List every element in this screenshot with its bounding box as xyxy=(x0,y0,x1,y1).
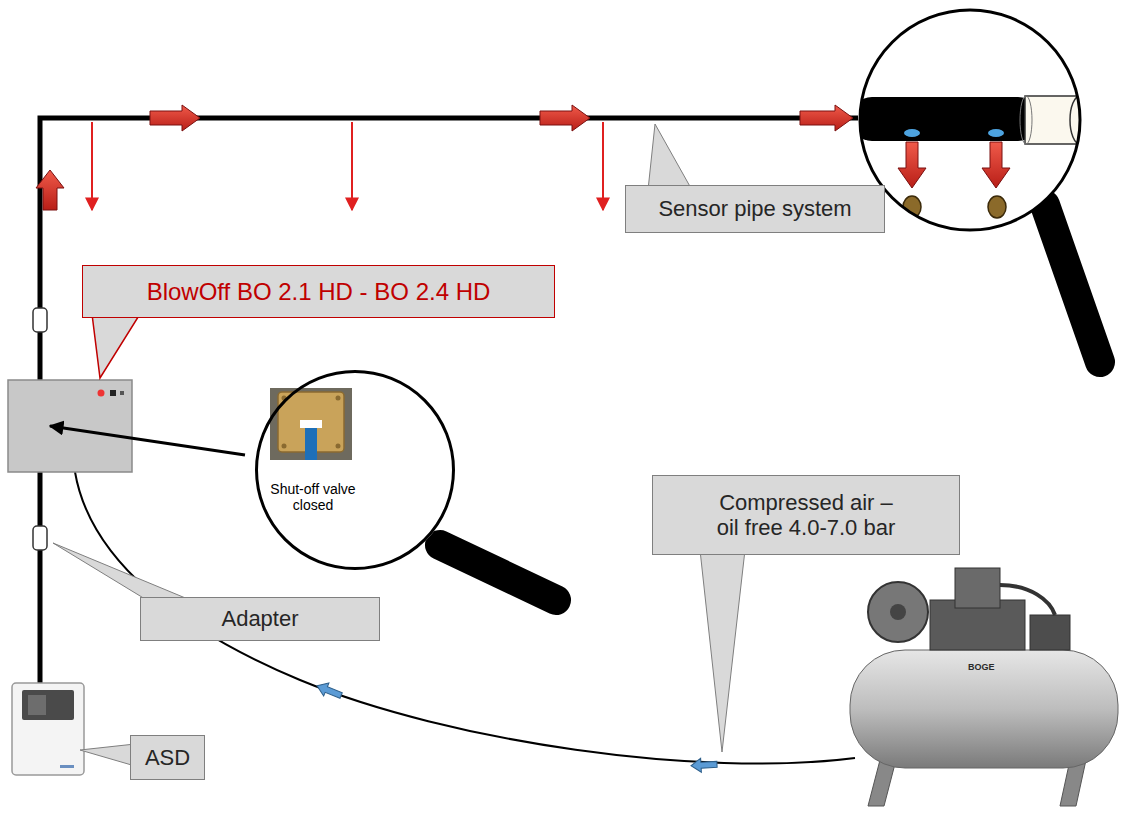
magnifier-rim xyxy=(860,10,1080,230)
brand-label: BOGE xyxy=(968,662,995,672)
compressor-pipe xyxy=(1000,585,1055,615)
callout-tail xyxy=(92,314,140,378)
suction-arrow xyxy=(602,122,604,210)
callout-tail xyxy=(80,744,135,766)
valve-photo xyxy=(336,396,341,401)
magnifier-handle xyxy=(440,545,556,600)
compressor-tank xyxy=(850,650,1118,768)
flow-arrow xyxy=(982,142,1010,188)
node-text: Shut-off valve closed xyxy=(261,481,365,513)
asd-logo xyxy=(60,765,74,768)
sampling-hole xyxy=(988,129,1004,137)
product-callout: BlowOff BO 2.1 HD - BO 2.4 HD xyxy=(82,265,555,318)
magnifier-handle xyxy=(1045,205,1100,362)
blowoff-device xyxy=(8,380,132,472)
adapter-symbol xyxy=(33,526,47,550)
indicator-switch xyxy=(120,391,124,395)
valve-photo xyxy=(300,420,322,428)
callout-tail xyxy=(648,124,692,190)
compressor-flywheel xyxy=(890,604,906,620)
sampling-hole xyxy=(904,129,920,137)
valve-photo xyxy=(305,428,317,460)
node-text: Adapter xyxy=(221,606,298,631)
flow-arrow xyxy=(314,679,343,702)
valve-photo xyxy=(336,444,341,449)
indicator-switch xyxy=(110,390,116,396)
asd-display xyxy=(28,695,46,715)
callout-box: ASD xyxy=(130,735,205,780)
callout-box: Sensor pipe system xyxy=(625,185,885,233)
suction-arrow xyxy=(91,122,93,210)
node-text: Sensor pipe system xyxy=(658,196,851,221)
node-text: ASD xyxy=(145,745,190,770)
dirt-particle xyxy=(988,196,1006,218)
magnifier-circle: Shut-off valve closed xyxy=(255,370,455,570)
node-text: Compressed air – oil free 4.0-7.0 bar xyxy=(706,490,906,541)
flow-arrow xyxy=(800,105,853,131)
callout-tail xyxy=(700,550,745,752)
valve-photo xyxy=(282,396,287,401)
valve-photo xyxy=(270,388,352,460)
flow-arrow xyxy=(150,105,200,131)
flow-arrow xyxy=(898,142,926,188)
end-cap xyxy=(1020,96,1032,144)
flow-arrow xyxy=(691,757,718,772)
compressor-motor xyxy=(1030,615,1070,650)
pipe-end xyxy=(850,97,1040,141)
valve-photo xyxy=(282,444,287,449)
asd-device xyxy=(12,683,84,775)
flow-arrow xyxy=(540,105,590,131)
node-text: BlowOff BO 2.1 HD - BO 2.4 HD xyxy=(147,278,491,306)
suction-arrow xyxy=(351,122,353,210)
magnifier-lens xyxy=(255,370,455,570)
callout-box: Compressed air – oil free 4.0-7.0 bar xyxy=(652,475,960,555)
compressor-flywheel xyxy=(868,582,928,642)
callout-tail xyxy=(53,543,195,602)
compressor-pump xyxy=(955,568,1000,608)
pointer-arrow xyxy=(50,426,245,455)
flow-arrow xyxy=(36,170,64,210)
adapter-symbol xyxy=(33,308,47,332)
asd-display xyxy=(22,690,74,720)
indicator-lamp xyxy=(98,390,105,397)
callout-box: Adapter xyxy=(140,597,380,641)
